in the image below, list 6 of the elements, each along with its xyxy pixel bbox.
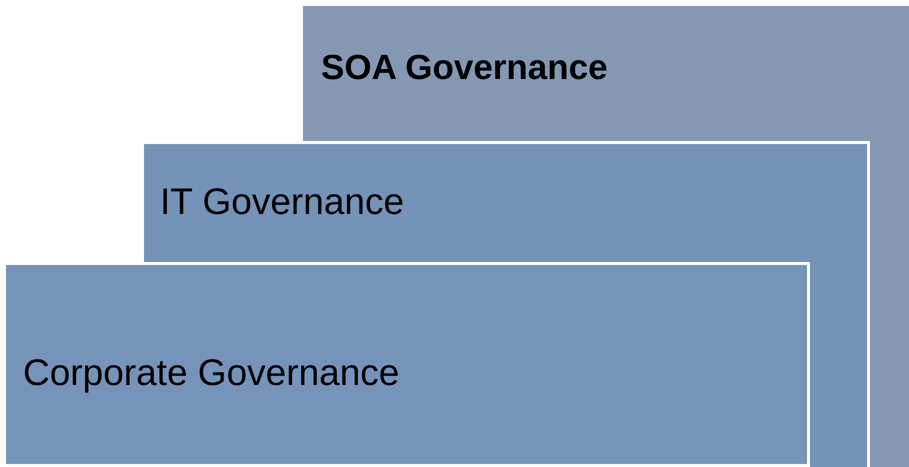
governance-layer-box — [141, 141, 870, 262]
layer-title: SOA Governance — [321, 47, 608, 89]
layer-title: Corporate Governance — [23, 351, 400, 395]
governance-layer-box — [303, 6, 909, 141]
layer-title: IT Governance — [160, 180, 404, 224]
governance-layer-box — [3, 262, 810, 467]
